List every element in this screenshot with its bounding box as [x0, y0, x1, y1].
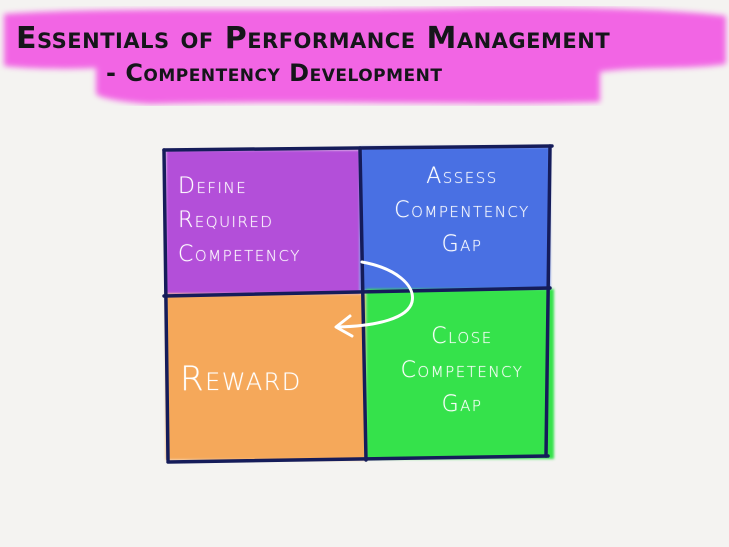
close-gap-label: Close Competency Gap — [400, 324, 524, 418]
quadrant-assess — [360, 147, 550, 291]
title-highlight — [4, 7, 726, 104]
reward-label: Reward — [180, 359, 302, 399]
quadrant-reward — [166, 294, 366, 460]
cycle-arrow-icon — [334, 260, 414, 338]
title-line-2: - Compentency Development — [106, 58, 443, 87]
define-competency-label: Define Required Competency — [178, 174, 301, 268]
page-title: Essentials of Performance Management - C… — [16, 20, 721, 88]
assess-gap-label: Assess Compentency Gap — [394, 164, 530, 258]
title-line-1: Essentials of Performance Management — [16, 21, 611, 56]
grid-outline — [162, 144, 554, 464]
quadrant-define — [166, 150, 360, 294]
